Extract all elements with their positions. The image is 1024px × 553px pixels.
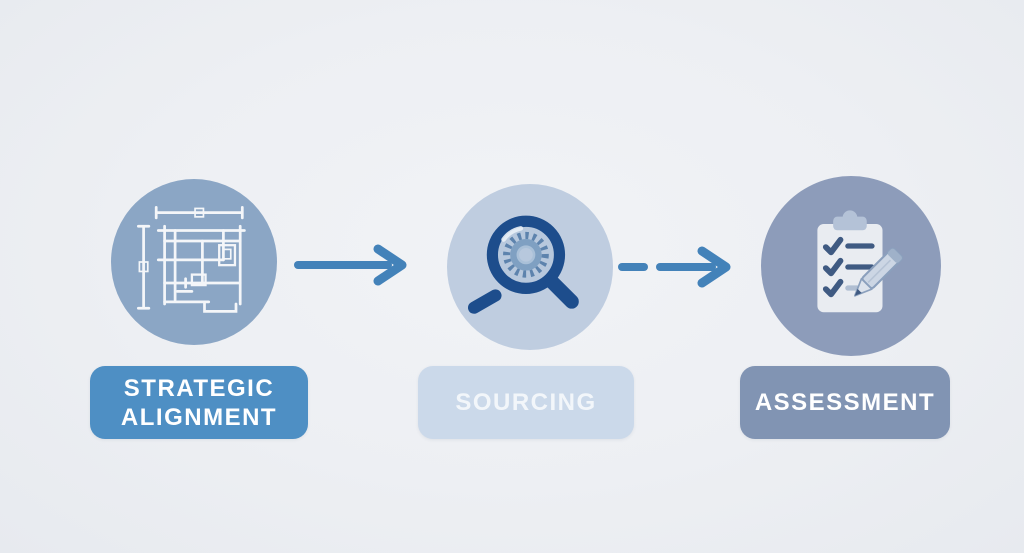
magnifier-gear-icon <box>467 215 579 314</box>
sourcing-circle <box>447 184 613 350</box>
sourcing-label: SOURCING <box>418 366 634 439</box>
dashed-arrow-right-icon <box>618 246 731 288</box>
label-line: ASSESSMENT <box>754 389 936 416</box>
label-line: SOURCING <box>455 389 597 416</box>
label-line: STRATEGIC <box>123 374 275 402</box>
strategic-alignment-circle <box>111 179 277 345</box>
arrow-right-icon <box>294 244 407 286</box>
blueprint-icon <box>136 206 246 313</box>
assessment-label: ASSESSMENT <box>740 366 950 439</box>
strategic-alignment-label: STRATEGIC ALIGNMENT <box>90 366 308 439</box>
label-line: ALIGNMENT <box>120 403 278 431</box>
assessment-circle <box>761 176 941 356</box>
clipboard-checklist-icon <box>817 210 904 313</box>
pencil-icon <box>853 247 904 297</box>
